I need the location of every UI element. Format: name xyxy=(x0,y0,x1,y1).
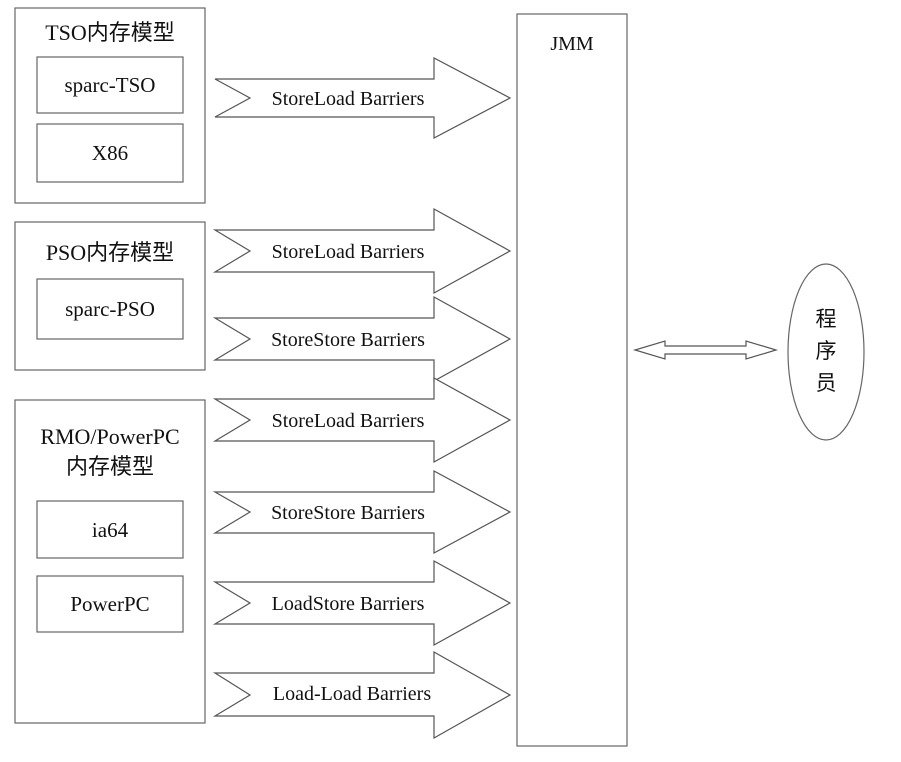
rmo-instance-ia64: ia64 xyxy=(92,518,129,542)
jmm-box xyxy=(516,13,628,747)
barrier-label-pso-storeload: StoreLoad Barriers xyxy=(272,241,425,263)
programmer-char-3: 员 xyxy=(816,371,837,395)
barrier-label-rmo-loadload: Load-Load Barriers xyxy=(273,683,431,705)
tso-instance-sparc-tso: sparc-TSO xyxy=(65,73,156,97)
jmm-label: JMM xyxy=(550,33,594,55)
barrier-arrow-rmo-storestore xyxy=(212,469,512,555)
programmer-char-2: 序 xyxy=(816,339,837,363)
barrier-arrow-rmo-loadload xyxy=(212,650,512,740)
programmer-char-1: 程 xyxy=(816,307,837,331)
rmo-instance-box-2 xyxy=(36,575,184,633)
rmo-instance-powerpc: PowerPC xyxy=(70,592,149,616)
barrier-label-rmo-storestore: StoreStore Barriers xyxy=(271,502,425,524)
barrier-arrows: StoreLoad Barriers StoreLoad Barriers St… xyxy=(212,57,512,740)
barrier-arrow-rmo-loadstore xyxy=(212,559,512,647)
jmm-group: JMM xyxy=(516,13,628,747)
pso-instance-sparc-pso: sparc-PSO xyxy=(65,297,155,321)
barrier-label-rmo-loadstore: LoadStore Barriers xyxy=(272,593,425,615)
tso-instance-x86: X86 xyxy=(92,141,128,165)
barrier-arrow-pso-storeload xyxy=(212,207,512,295)
pso-model-group: PSO内存模型 sparc-PSO xyxy=(14,221,206,371)
programmer-group: 程 序 员 xyxy=(787,263,865,441)
programmer-ellipse xyxy=(787,263,865,441)
pso-instance-box-1 xyxy=(36,278,184,340)
tso-instance-box-2 xyxy=(36,123,184,183)
barrier-label-rmo-storeload: StoreLoad Barriers xyxy=(272,410,425,432)
pso-model-title: PSO内存模型 xyxy=(46,240,174,265)
rmo-model-title-line-2: 内存模型 xyxy=(66,454,154,479)
bidirectional-arrow xyxy=(632,340,779,360)
rmo-model-title-line-1: RMO/PowerPC xyxy=(40,424,179,449)
rmo-model-group: RMO/PowerPC 内存模型 ia64 PowerPC xyxy=(14,399,206,724)
barrier-label-pso-storestore: StoreStore Barriers xyxy=(271,329,425,351)
tso-model-group: TSO内存模型 sparc-TSO X86 xyxy=(14,7,206,204)
barrier-label-tso-storeload: StoreLoad Barriers xyxy=(272,88,425,110)
rmo-instance-box-1 xyxy=(36,500,184,559)
tso-instance-box-1 xyxy=(36,56,184,114)
tso-model-title: TSO内存模型 xyxy=(45,20,175,45)
rmo-model-box xyxy=(14,399,206,724)
barrier-arrow-tso-storeload xyxy=(214,57,512,139)
barrier-arrow-rmo-storeload xyxy=(212,376,512,464)
